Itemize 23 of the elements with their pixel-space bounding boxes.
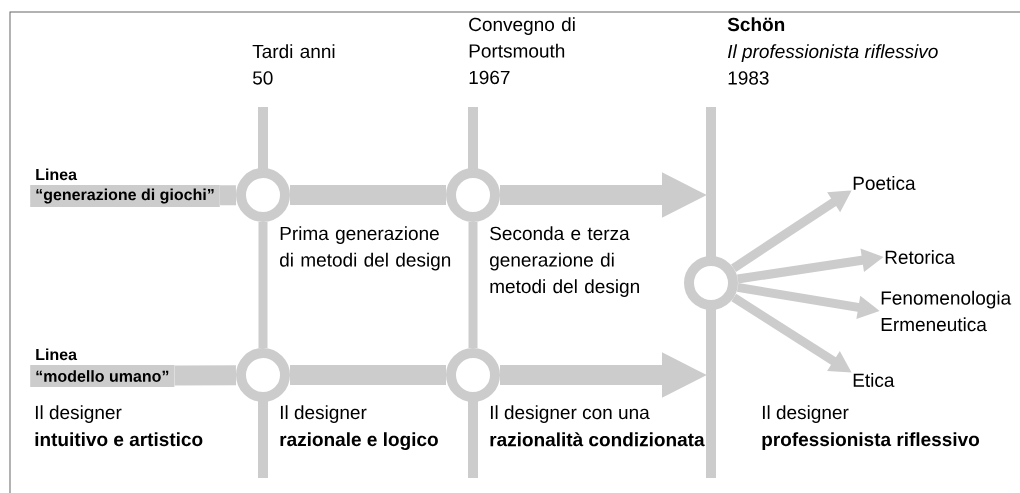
designer-type-label: razionale e logico (280, 432, 438, 450)
book-title: Il professionista riflessivo (727, 44, 938, 62)
date-label: Convegno di Portsmouth 1967 (469, 17, 575, 85)
line-label: Linea “generazione di giochi” (30, 168, 220, 207)
junction-circle (236, 168, 290, 222)
designer-type-label: professionista riflessivo (762, 432, 979, 450)
branch-label: Fenomenologia Ermeneutica (881, 290, 1012, 332)
junction-circle (684, 256, 738, 310)
phase-description: Prima generazione di metodi del design (280, 226, 451, 271)
author-name: Schön (727, 17, 785, 32)
designer-type-label: razionalità condizionata (490, 432, 705, 447)
junction-circle (446, 348, 500, 402)
designer-type-label: Il designer (35, 405, 122, 423)
line-label: Linea “modello umano” (30, 348, 175, 387)
junction-circle (236, 348, 290, 402)
junction-circle (446, 168, 500, 222)
branch-label: Retorica (885, 250, 955, 264)
designer-type-label: intuitivo e artistico (35, 432, 203, 447)
branch-label: Poetica (853, 176, 916, 190)
branch-label: Etica (853, 373, 895, 387)
date-label: Tardi anni 50 (252, 44, 335, 85)
designer-type-label: Il designer (762, 405, 849, 423)
date-label: 1983 (728, 71, 769, 85)
